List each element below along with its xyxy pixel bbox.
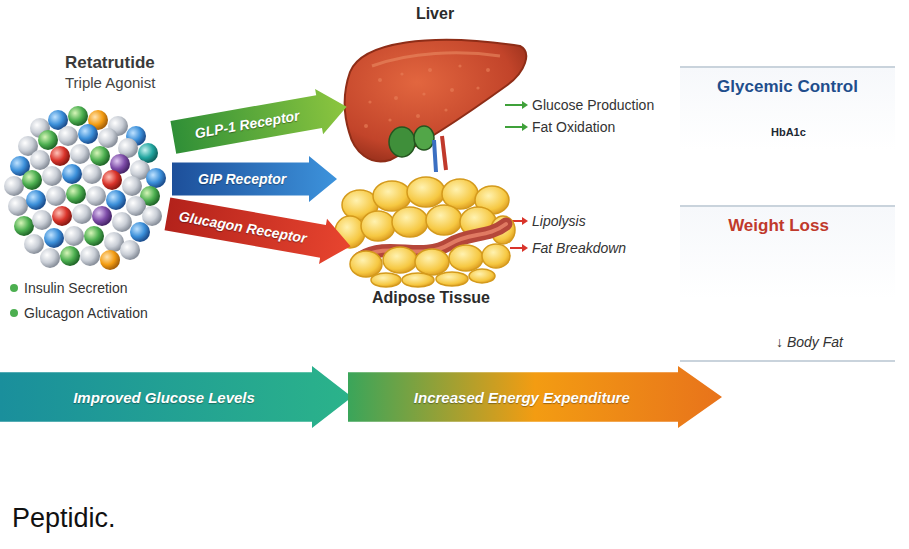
arrow-body xyxy=(348,366,722,428)
outcome-panel: Glycemic ControlHbA1c xyxy=(680,66,895,205)
node-text: Adipose Tissue xyxy=(372,288,490,308)
node-text: Liver xyxy=(416,4,454,24)
sphere xyxy=(64,226,84,246)
sphere xyxy=(146,168,166,188)
leader-line xyxy=(505,104,522,106)
gallbladder xyxy=(389,127,415,157)
sphere xyxy=(52,206,72,226)
node-text: Increased Energy Expenditure xyxy=(414,389,630,406)
outcome-note: ↓ Body Fat xyxy=(776,333,843,351)
vessel xyxy=(442,136,446,170)
effect-bullet: Glucagon Activation xyxy=(24,304,148,322)
sphere xyxy=(106,190,126,210)
node-text: Weight Loss xyxy=(728,215,847,237)
sphere xyxy=(42,166,62,186)
sphere xyxy=(62,164,82,184)
agonist-molecule: RetatrutideTriple Agonist xyxy=(0,52,180,274)
sphere xyxy=(82,164,102,184)
adipose-effect: Lipolysis xyxy=(532,212,586,230)
sphere xyxy=(84,226,104,246)
sphere xyxy=(68,106,88,126)
sphere xyxy=(70,144,90,164)
brand-watermark: Peptidic. xyxy=(12,502,116,534)
sphere xyxy=(122,176,142,196)
sphere xyxy=(24,234,44,254)
sphere xyxy=(80,246,100,266)
sphere xyxy=(8,196,28,216)
sphere xyxy=(92,206,112,226)
node-text: Improved Glucose Levels xyxy=(73,389,255,406)
sphere xyxy=(60,246,80,266)
sphere xyxy=(130,222,150,242)
liver-effect: Glucose Production xyxy=(532,96,654,114)
sphere xyxy=(66,184,86,204)
arrow-body xyxy=(163,191,354,269)
molecule-cluster xyxy=(4,106,166,270)
arrowhead xyxy=(522,244,528,252)
adipose-effect: Fat Breakdown xyxy=(532,239,626,257)
sphere xyxy=(102,170,122,190)
node-subtext: HbA1c xyxy=(771,125,806,139)
gallbladder xyxy=(414,126,434,150)
node-text: GIP Receptor xyxy=(198,171,286,187)
sphere xyxy=(38,130,58,150)
bullet-dot xyxy=(10,309,18,317)
receptor-arrow: GIP Receptor xyxy=(172,156,337,202)
sphere xyxy=(138,143,158,163)
arrow-body xyxy=(0,366,352,428)
adipose-illustration xyxy=(335,177,515,287)
sphere xyxy=(46,186,66,206)
sphere xyxy=(90,146,110,166)
sphere xyxy=(30,150,50,170)
sphere xyxy=(40,248,60,268)
vessel xyxy=(434,140,436,172)
arrowhead xyxy=(522,101,528,109)
sphere xyxy=(98,128,118,148)
sphere xyxy=(44,228,64,248)
sphere xyxy=(22,170,42,190)
sphere xyxy=(58,126,78,146)
sphere xyxy=(78,124,98,144)
receptor-arrow: GLP-1 Receptor xyxy=(169,84,350,160)
liver-effect: Fat Oxidation xyxy=(532,118,615,136)
organ-liver: Liver xyxy=(340,4,530,176)
organ-adipose: Adipose Tissue xyxy=(336,180,526,308)
sphere xyxy=(72,204,92,224)
leader-line xyxy=(510,247,522,249)
liver-texture xyxy=(364,64,490,128)
bullet-dot xyxy=(10,284,18,292)
flow-band: Improved Glucose Levels xyxy=(0,366,352,428)
sphere xyxy=(100,250,120,270)
leader-line xyxy=(505,126,522,128)
arrowhead xyxy=(522,123,528,131)
liver-illustration xyxy=(345,40,527,172)
sphere xyxy=(120,240,140,260)
effect-bullet: Insulin Secretion xyxy=(24,279,128,297)
sphere xyxy=(14,216,34,236)
node-subtext: Triple Agonist xyxy=(65,73,155,93)
sphere xyxy=(4,176,24,196)
node-text: Glycemic Control xyxy=(717,76,858,98)
arrowhead xyxy=(522,217,528,225)
sphere xyxy=(26,190,46,210)
sphere xyxy=(142,206,162,226)
arrow-body xyxy=(169,84,350,160)
sphere xyxy=(86,186,106,206)
node-text: Retatrutide xyxy=(65,52,155,73)
sphere xyxy=(50,146,70,166)
arrow-body xyxy=(172,156,337,202)
sphere xyxy=(32,210,52,230)
liver-highlight xyxy=(372,53,500,66)
sphere xyxy=(112,212,132,232)
flow-band: Increased Energy Expenditure xyxy=(348,366,722,428)
receptor-arrow: Glucagon Receptor xyxy=(163,191,354,269)
